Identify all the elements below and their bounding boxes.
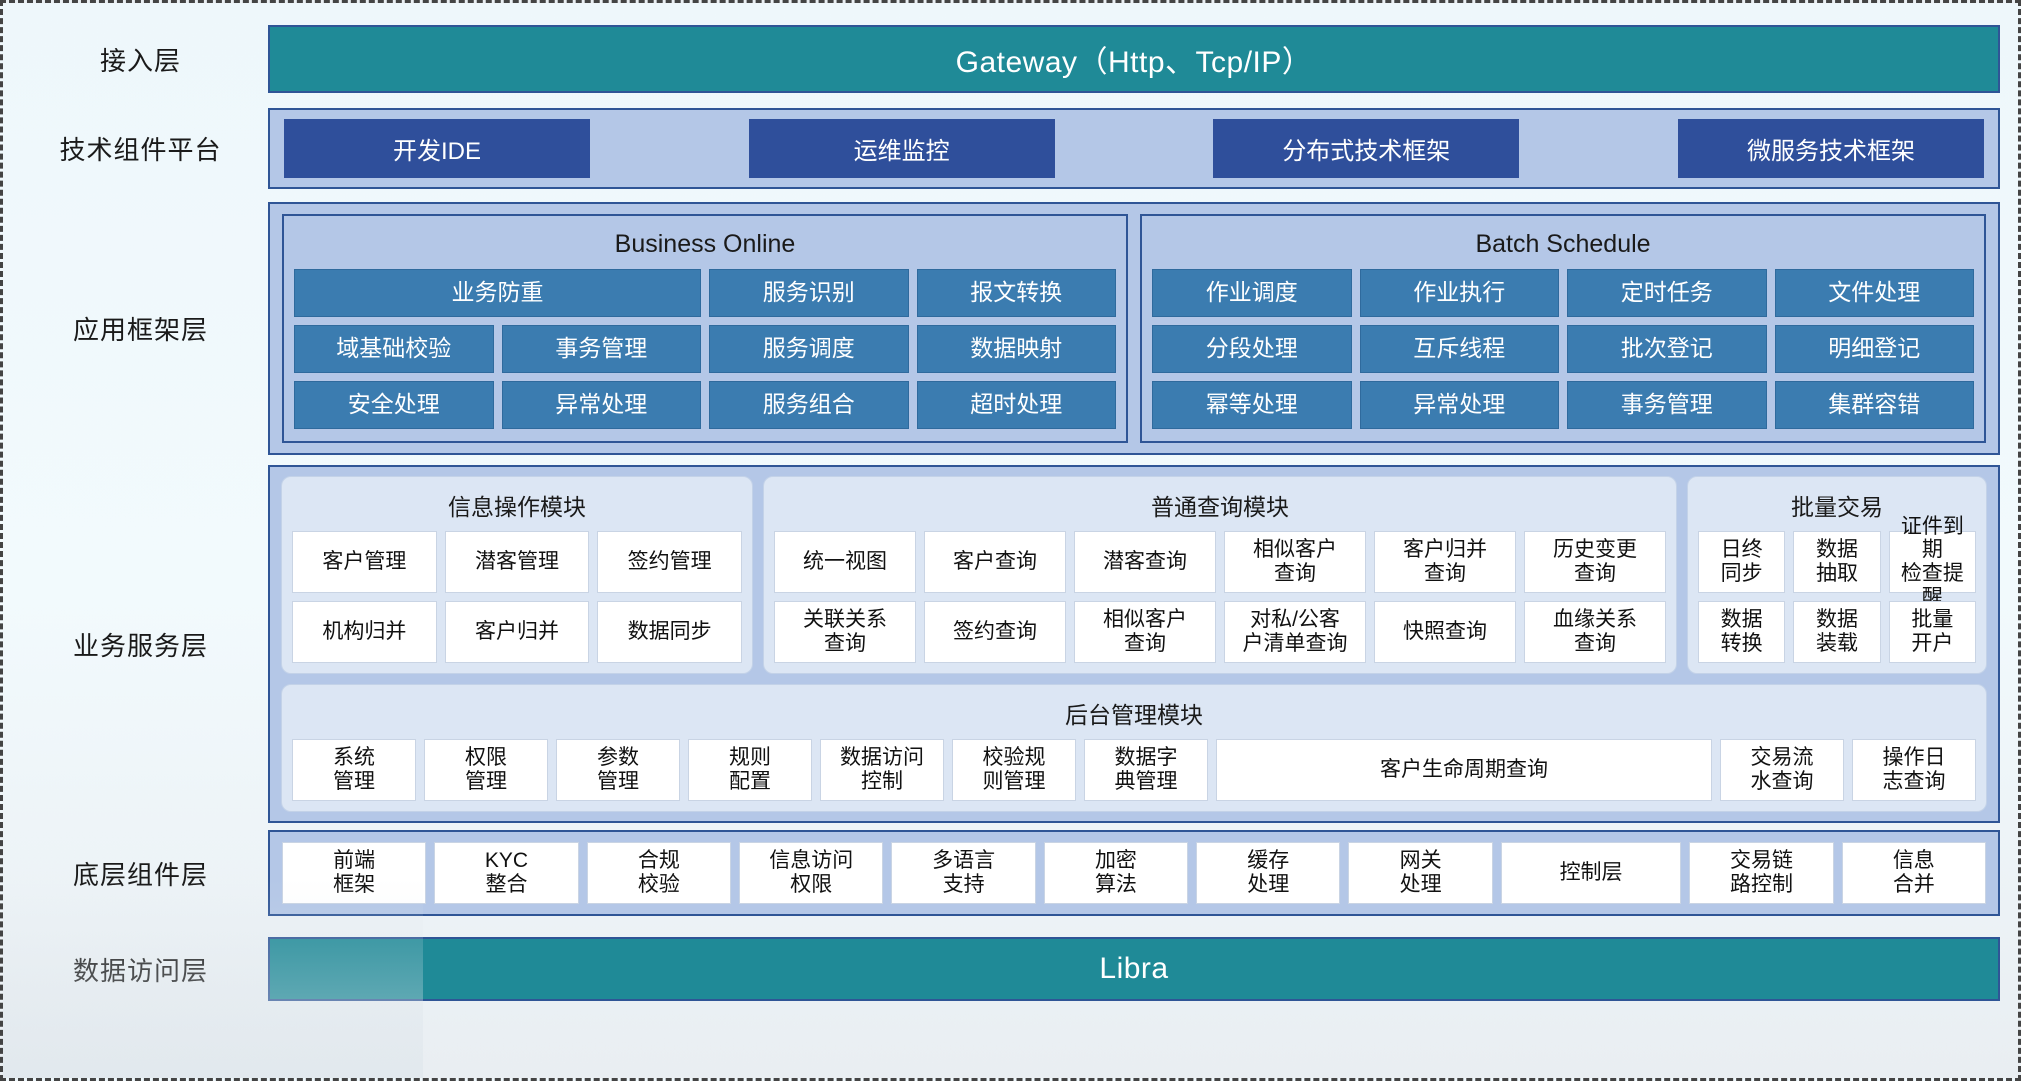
card-batch-account-open[interactable]: 批量 开户 <box>1888 601 1976 663</box>
chip-cluster-fault-tolerance[interactable]: 集群容错 <box>1774 380 1974 429</box>
tech-pill-distributed-framework[interactable]: 分布式技术框架 <box>1213 118 1520 178</box>
card-compliance-check[interactable]: 合规 校验 <box>586 842 732 904</box>
card-parameter-mgmt[interactable]: 参数 管理 <box>556 739 680 801</box>
card-similar-customer-query-2[interactable]: 相似客户 查询 <box>1074 601 1216 663</box>
chip-segment-process[interactable]: 分段处理 <box>1152 324 1352 373</box>
group-info-operation: 信息操作模块 客户管理 潜客管理 签约管理 机构归并 客户归并 数据同步 <box>281 476 753 674</box>
layer-label-access: 接入层 <box>99 45 181 76</box>
card-frontend-framework[interactable]: 前端 框架 <box>282 842 427 904</box>
layer-app-framework: 应用框架层 Business Online 业务防重 服务识别 报文转换 域基础… <box>13 193 2000 463</box>
chip-transaction-mgmt[interactable]: 事务管理 <box>501 324 701 373</box>
card-data-load[interactable]: 数据 装载 <box>1793 601 1881 663</box>
chip-idempotent-process[interactable]: 幂等处理 <box>1152 380 1352 429</box>
chip-job-execute[interactable]: 作业执行 <box>1359 268 1559 317</box>
chip-service-composition[interactable]: 服务组合 <box>709 380 909 429</box>
layer-label-component: 底层组件层 <box>72 859 208 890</box>
card-customer-lifecycle-query[interactable]: 客户生命周期查询 <box>1216 739 1712 801</box>
card-info-access-permission[interactable]: 信息访问 权限 <box>739 842 884 904</box>
chip-timeout-process[interactable]: 超时处理 <box>916 380 1116 429</box>
card-rule-config[interactable]: 规则 配置 <box>688 739 812 801</box>
batch-schedule-title: Batch Schedule <box>1475 229 1651 258</box>
libra-bar: Libra <box>268 937 2000 1001</box>
card-customer-query[interactable]: 客户查询 <box>924 531 1066 593</box>
card-permission-mgmt[interactable]: 权限 管理 <box>424 739 548 801</box>
card-data-dictionary-mgmt[interactable]: 数据字 典管理 <box>1084 739 1208 801</box>
card-contract-mgmt[interactable]: 签约管理 <box>597 531 742 593</box>
chip-timed-task[interactable]: 定时任务 <box>1567 268 1767 317</box>
layer-data-access: 数据访问层 Libra <box>13 927 2000 1011</box>
card-transaction-chain-control[interactable]: 交易链 路控制 <box>1689 842 1834 904</box>
group-batch-trade: 批量交易 日终 同步 数据 抽取 证件到期 检查提醒 数据 转换 数据 装载 批… <box>1687 476 1987 674</box>
card-history-change-query[interactable]: 历史变更 查询 <box>1524 531 1666 593</box>
card-data-sync[interactable]: 数据同步 <box>597 601 742 663</box>
layer-tech-platform: 技术组件平台 开发IDE 运维监控 分布式技术框架 微服务技术框架 <box>13 107 2000 189</box>
tech-pill-ops-monitor[interactable]: 运维监控 <box>748 118 1055 178</box>
group-common-query: 普通查询模块 统一视图 客户查询 潜客查询 相似客户 查询 客户归并 查询 历史… <box>763 476 1677 674</box>
group-title-info-operation: 信息操作模块 <box>448 494 586 520</box>
card-kyc-integration[interactable]: KYC 整合 <box>434 842 579 904</box>
card-info-merge[interactable]: 信息 合并 <box>1841 842 1986 904</box>
card-customer-merge-query[interactable]: 客户归并 查询 <box>1374 531 1516 593</box>
group-title-admin-module: 后台管理模块 <box>1065 702 1203 728</box>
chip-detail-register[interactable]: 明细登记 <box>1774 324 1974 373</box>
layer-business-service: 业务服务层 信息操作模块 客户管理 潜客管理 签约管理 机构归并 客户归并 数据… <box>13 465 2000 823</box>
chip-batch-exception-process[interactable]: 异常处理 <box>1359 380 1559 429</box>
card-contract-query[interactable]: 签约查询 <box>924 601 1066 663</box>
card-gateway-process[interactable]: 网关 处理 <box>1348 842 1493 904</box>
business-online-title: Business Online <box>614 229 796 258</box>
group-title-common-query: 普通查询模块 <box>1151 494 1289 520</box>
card-eod-sync[interactable]: 日终 同步 <box>1698 531 1786 593</box>
chip-service-dispatch[interactable]: 服务调度 <box>709 324 909 373</box>
layer-label-dataaccess: 数据访问层 <box>72 955 208 986</box>
card-org-merge[interactable]: 机构归并 <box>292 601 437 663</box>
gateway-bar: Gateway（Http、Tcp/IP） <box>268 25 2000 93</box>
chip-domain-base-validate[interactable]: 域基础校验 <box>294 324 494 373</box>
card-multilanguage-support[interactable]: 多语言 支持 <box>891 842 1036 904</box>
chip-exception-process[interactable]: 异常处理 <box>501 380 701 429</box>
card-data-transform[interactable]: 数据 转换 <box>1698 601 1786 663</box>
card-relation-query[interactable]: 关联关系 查询 <box>774 601 916 663</box>
chip-job-schedule[interactable]: 作业调度 <box>1152 268 1352 317</box>
chip-message-transform[interactable]: 报文转换 <box>916 268 1116 317</box>
card-lineage-query[interactable]: 血缘关系 查询 <box>1524 601 1666 663</box>
group-admin-module: 后台管理模块 系统 管理 权限 管理 参数 管理 规则 配置 数据访问 控制 校… <box>281 684 1987 812</box>
chip-security-process[interactable]: 安全处理 <box>294 380 494 429</box>
card-data-extract[interactable]: 数据 抽取 <box>1793 531 1881 593</box>
tech-pill-microservice-framework[interactable]: 微服务技术框架 <box>1677 118 1984 178</box>
card-customer-merge[interactable]: 客户归并 <box>444 601 590 663</box>
chip-batch-transaction-mgmt[interactable]: 事务管理 <box>1567 380 1767 429</box>
chip-batch-register[interactable]: 批次登记 <box>1567 324 1767 373</box>
card-validation-rule-mgmt[interactable]: 校验规 则管理 <box>952 739 1076 801</box>
layer-label-bizservice: 业务服务层 <box>72 630 208 661</box>
card-prospect-mgmt[interactable]: 潜客管理 <box>444 531 590 593</box>
card-transaction-flow-query[interactable]: 交易流 水查询 <box>1720 739 1844 801</box>
card-data-access-control[interactable]: 数据访问 控制 <box>820 739 944 801</box>
chip-service-identify[interactable]: 服务识别 <box>709 268 909 317</box>
chip-file-process[interactable]: 文件处理 <box>1774 268 1974 317</box>
card-cert-expiry-reminder[interactable]: 证件到期 检查提醒 <box>1888 515 1976 609</box>
layer-base-component: 底层组件层 前端 框架 KYC 整合 合规 校验 信息访问 权限 多语言 支持 … <box>13 825 2000 921</box>
card-cache-process[interactable]: 缓存 处理 <box>1196 842 1341 904</box>
card-system-mgmt[interactable]: 系统 管理 <box>292 739 416 801</box>
card-unified-view[interactable]: 统一视图 <box>774 531 916 593</box>
layer-label-tech: 技术组件平台 <box>59 134 222 165</box>
layer-access: 接入层 Gateway（Http、Tcp/IP） <box>13 13 2000 105</box>
card-prospect-query[interactable]: 潜客查询 <box>1074 531 1216 593</box>
group-title-batch-trade: 批量交易 <box>1791 494 1883 520</box>
card-encryption-algorithm[interactable]: 加密 算法 <box>1043 842 1189 904</box>
batch-schedule-panel: Batch Schedule 作业调度 作业执行 定时任务 文件处理 分段处理 … <box>1140 213 1986 443</box>
card-customer-mgmt[interactable]: 客户管理 <box>292 531 437 593</box>
tech-pill-ide[interactable]: 开发IDE <box>284 118 590 178</box>
chip-business-dedup[interactable]: 业务防重 <box>294 268 701 317</box>
card-control-layer[interactable]: 控制层 <box>1500 842 1682 904</box>
chip-data-mapping[interactable]: 数据映射 <box>916 324 1116 373</box>
layer-label-appframe: 应用框架层 <box>72 314 208 345</box>
chip-mutex-thread[interactable]: 互斥线程 <box>1359 324 1559 373</box>
card-similar-customer-query[interactable]: 相似客户 查询 <box>1224 531 1366 593</box>
tech-pill-row: 开发IDE 运维监控 分布式技术框架 微服务技术框架 <box>284 118 1984 178</box>
card-snapshot-query[interactable]: 快照查询 <box>1374 601 1516 663</box>
card-private-public-list-query[interactable]: 对私/公客 户清单查询 <box>1224 601 1366 663</box>
card-operation-log-query[interactable]: 操作日 志查询 <box>1852 739 1976 801</box>
business-online-panel: Business Online 业务防重 服务识别 报文转换 域基础校验 事务管… <box>282 213 1128 443</box>
